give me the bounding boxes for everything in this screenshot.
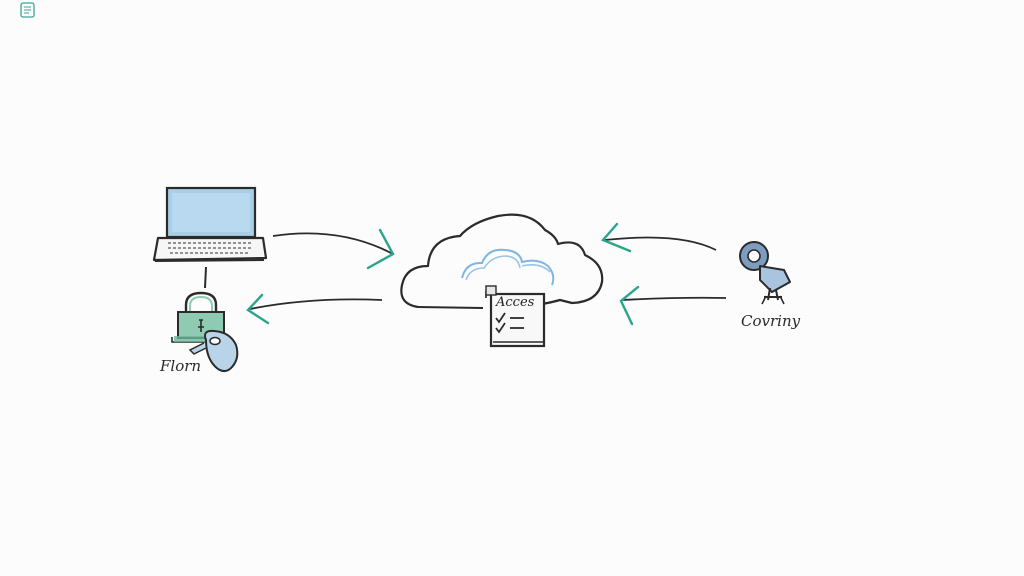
left-node-label: Florn: [160, 357, 202, 375]
laptop-icon: [152, 186, 268, 262]
laptop-lock-connector: [204, 266, 207, 289]
arrow-keyfob-to-cloud-top: [600, 222, 717, 253]
arrow-cloud-to-lock: [246, 293, 383, 325]
corner-mark-icon: [20, 2, 35, 18]
arrow-laptop-to-cloud: [272, 228, 395, 270]
right-node-label: Covriny: [741, 312, 801, 330]
access-document-icon: [485, 285, 546, 348]
document-title: Acces: [496, 295, 535, 310]
cloud-icon: [400, 213, 604, 309]
key-icon: [188, 329, 239, 373]
arrow-keyfob-to-cloud-bottom: [619, 285, 727, 326]
padlock-icon: [171, 291, 225, 343]
key-ring-icon: [739, 241, 791, 305]
